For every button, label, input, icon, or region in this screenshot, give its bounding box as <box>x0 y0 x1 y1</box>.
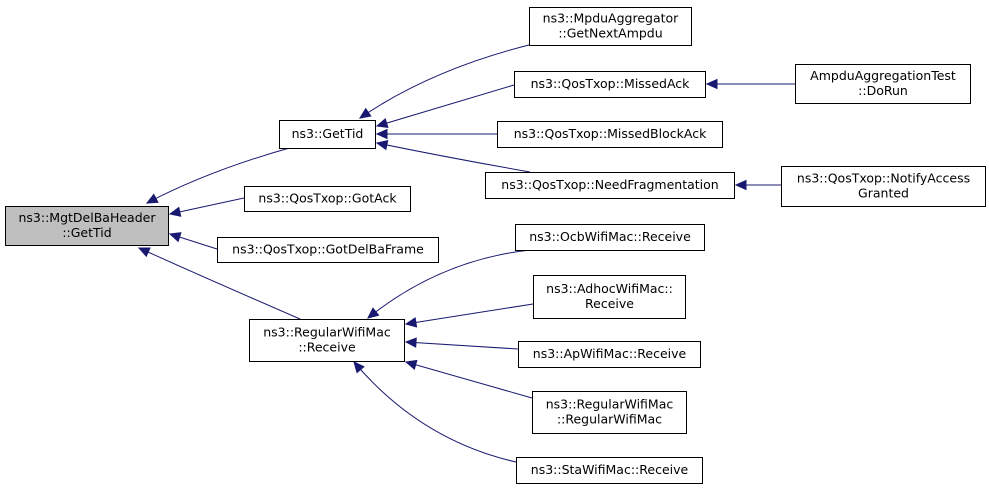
nodes-layer: ns3::MgtDelBaHeader::GetTidns3::GetTidns… <box>5 7 986 484</box>
node-label: AmpduAggregationTest <box>810 68 956 83</box>
node-box <box>485 172 735 199</box>
edge-arrowhead <box>404 317 418 328</box>
node-ap[interactable]: ns3::ApWifiMac::Receive <box>518 341 701 368</box>
node-label: Granted <box>858 186 909 201</box>
edge-gotack-to-mgt <box>168 197 245 217</box>
node-label: ns3::RegularWifiMac <box>546 397 674 412</box>
edge-missedblock-to-gettid <box>375 128 497 140</box>
edge-gettid-to-mgt <box>145 146 294 204</box>
node-ampdutest[interactable]: AmpduAggregationTest::DoRun <box>795 64 971 104</box>
edges-layer <box>137 44 795 463</box>
node-label: ns3::QosTxop::MissedBlockAck <box>514 126 707 141</box>
node-label: ::GetTid <box>62 225 111 240</box>
node-gettid[interactable]: ns3::GetTid <box>279 120 376 149</box>
edge-arrowhead <box>705 78 718 90</box>
node-box <box>249 319 405 362</box>
edge-line <box>138 247 301 320</box>
node-box <box>515 224 705 251</box>
node-box <box>533 275 686 319</box>
edge-missedack-to-gettid <box>375 84 515 129</box>
edge-sta-to-regrecv <box>353 361 517 463</box>
node-box <box>516 457 703 484</box>
node-box <box>781 166 986 207</box>
node-gotdelba[interactable]: ns3::QosTxop::GotDelBaFrame <box>217 237 439 263</box>
node-label: ns3::QosTxop::NeedFragmentation <box>501 177 718 192</box>
edge-regrecv-to-mgt <box>137 247 301 320</box>
edge-gotdelba-to-mgt <box>168 232 218 250</box>
node-mpdu[interactable]: ns3::MpduAggregator::GetNextAmpdu <box>529 7 692 46</box>
edge-arrowhead <box>375 128 388 140</box>
node-adhoc[interactable]: ns3::AdhocWifiMac::Receive <box>533 275 686 319</box>
edge-line <box>376 142 531 173</box>
edge-regctor-to-regrecv <box>404 359 533 399</box>
node-label: ns3::QosTxop::NotifyAccess <box>797 171 970 186</box>
edge-arrowhead <box>375 139 389 151</box>
edge-line <box>353 361 517 463</box>
node-label: ns3::QosTxop::GotAck <box>258 191 397 206</box>
node-label: ns3::OcbWifiMac::Receive <box>529 229 691 244</box>
node-label: ns3::StaWifiMac::Receive <box>531 462 689 477</box>
edge-adhoc-to-regrecv <box>404 303 534 328</box>
node-box <box>529 7 692 46</box>
node-box <box>532 391 687 434</box>
edge-notify-to-needfrag <box>734 179 781 191</box>
node-label: ns3::GetTid <box>292 126 364 141</box>
edge-arrowhead <box>404 359 418 370</box>
node-label: ::GetNextAmpdu <box>558 26 662 41</box>
edge-line <box>405 361 533 399</box>
node-label: ::Receive <box>298 340 356 355</box>
node-label: ns3::ApWifiMac::Receive <box>533 346 687 361</box>
node-label: Receive <box>585 296 634 311</box>
edge-arrowhead <box>375 117 389 129</box>
node-ocb[interactable]: ns3::OcbWifiMac::Receive <box>515 224 705 251</box>
node-missedack[interactable]: ns3::QosTxop::MissedAck <box>514 71 706 98</box>
edge-needfrag-to-gettid <box>375 139 531 173</box>
node-regrecv[interactable]: ns3::RegularWifiMac::Receive <box>249 319 405 362</box>
edge-ap-to-regrecv <box>404 337 519 350</box>
edge-line <box>146 146 294 204</box>
node-box <box>217 237 439 263</box>
edge-line <box>169 197 245 215</box>
node-label: ns3::QosTxop::GotDelBaFrame <box>232 242 424 257</box>
edge-arrowhead <box>367 307 380 319</box>
node-box <box>518 341 701 368</box>
node-box <box>497 121 723 148</box>
node-needfrag[interactable]: ns3::QosTxop::NeedFragmentation <box>485 172 735 199</box>
node-box <box>795 64 971 104</box>
node-mgt[interactable]: ns3::MgtDelBaHeader::GetTid <box>5 206 169 246</box>
node-sta[interactable]: ns3::StaWifiMac::Receive <box>516 457 703 484</box>
node-box <box>5 206 169 246</box>
edge-arrowhead <box>168 232 182 243</box>
node-label: ns3::MgtDelBaHeader <box>19 210 157 225</box>
node-gotack[interactable]: ns3::QosTxop::GotAck <box>244 186 411 212</box>
edge-arrowhead <box>168 206 182 217</box>
edge-ampdutest-to-missedack <box>705 78 795 90</box>
node-regctor[interactable]: ns3::RegularWifiMac::RegularWifiMac <box>532 391 687 434</box>
node-label: ns3::RegularWifiMac <box>263 325 391 340</box>
node-box <box>514 71 706 98</box>
edge-line <box>405 341 519 350</box>
edge-line <box>367 249 531 319</box>
edge-arrowhead <box>404 337 417 348</box>
edge-line <box>359 44 530 119</box>
node-label: ns3::AdhocWifiMac:: <box>546 281 673 296</box>
edge-mpdu-to-gettid <box>358 44 530 119</box>
edge-line <box>376 84 515 127</box>
node-label: ::RegularWifiMac <box>557 412 662 427</box>
edge-arrowhead <box>137 247 151 258</box>
node-missedblock[interactable]: ns3::QosTxop::MissedBlockAck <box>497 121 723 148</box>
node-label: ns3::MpduAggregator <box>543 11 680 26</box>
edge-ocb-to-regrecv <box>367 249 531 319</box>
node-label: ns3::QosTxop::MissedAck <box>531 76 691 91</box>
node-box <box>279 120 376 149</box>
edge-arrowhead <box>353 361 365 374</box>
node-label: ::DoRun <box>858 83 908 98</box>
node-box <box>244 186 411 212</box>
edge-arrowhead <box>358 107 372 119</box>
edge-arrowhead <box>734 179 747 191</box>
edge-line <box>405 303 534 325</box>
edge-arrowhead <box>145 193 159 204</box>
